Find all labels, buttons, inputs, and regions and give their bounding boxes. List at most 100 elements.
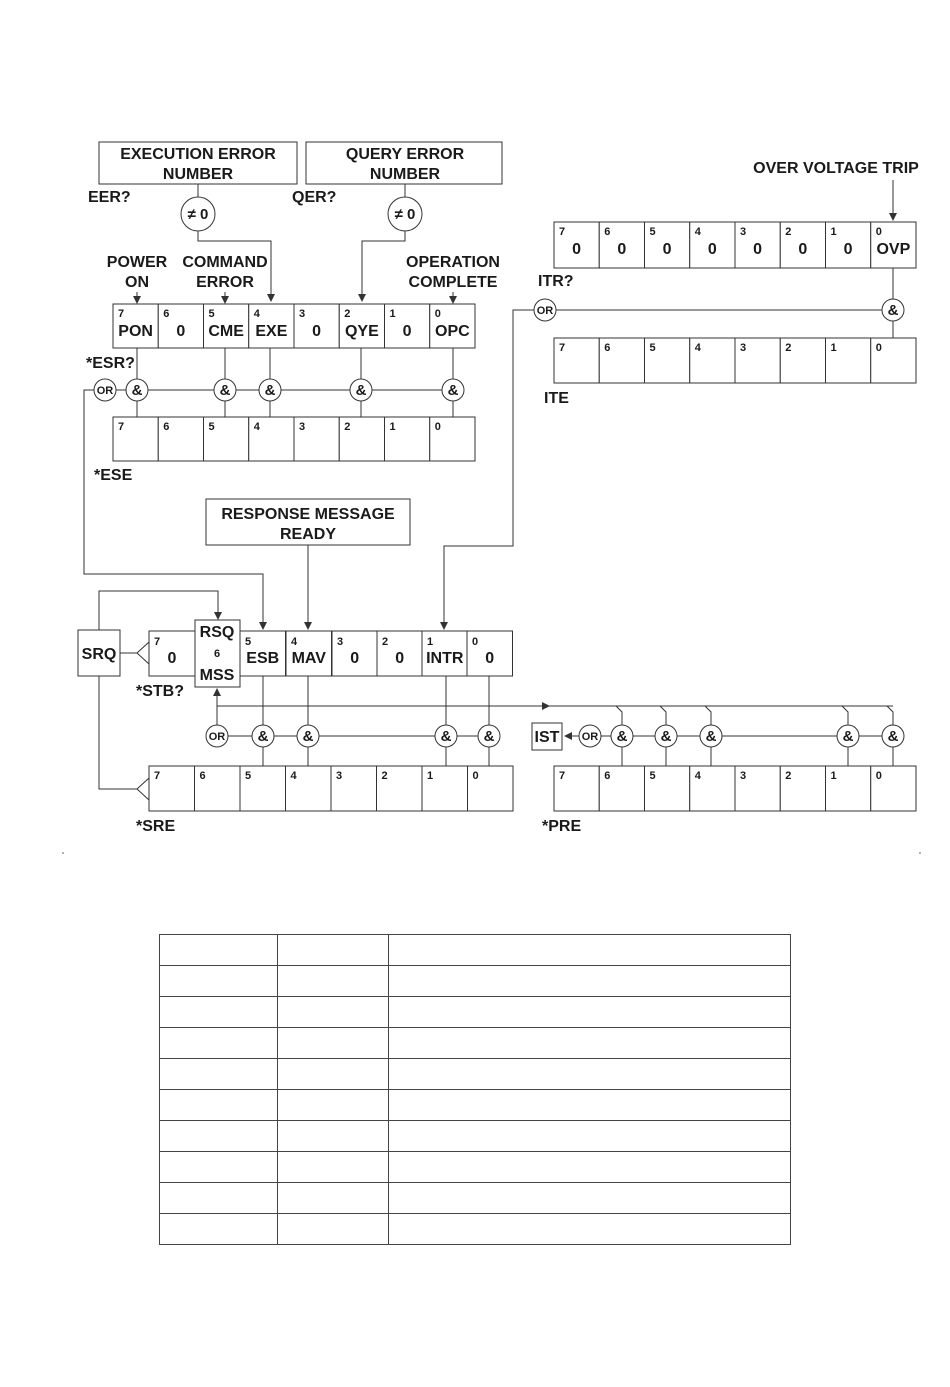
- sre-bit-num: 2: [382, 770, 388, 782]
- sre-bit-num: 0: [473, 770, 479, 782]
- qer-query-label: QER?: [292, 189, 336, 206]
- itr-bit-value: OVP: [876, 241, 910, 258]
- table-cell: [159, 1182, 278, 1214]
- ite-label: ITE: [544, 390, 569, 407]
- itr-cell-2: 50: [644, 221, 691, 269]
- table-cell: [277, 996, 389, 1028]
- power-on-label-1: POWER: [107, 254, 168, 271]
- table-cell: [277, 1213, 389, 1245]
- table-cell: [388, 934, 791, 966]
- ite-cell-6: 1: [825, 337, 872, 384]
- stb-bit-num: 2: [382, 636, 388, 648]
- esr-query-label: *ESR?: [86, 355, 135, 372]
- sre-or-label: OR: [209, 731, 226, 743]
- table-cell: [388, 1089, 791, 1121]
- ese-bit-num: 3: [299, 421, 305, 433]
- ite-cell-5: 2: [779, 337, 826, 384]
- itr-bit-value: 0: [798, 241, 807, 258]
- table-cell: [159, 1151, 278, 1183]
- pre-cell-5: 2: [779, 765, 826, 812]
- sre-and-gate-0-label: &: [258, 728, 269, 745]
- esr-bit-value: 0: [312, 323, 321, 340]
- pre-bit-num: 3: [740, 770, 746, 782]
- table-cell: [388, 1213, 791, 1245]
- stb-bit-value: 0: [395, 650, 404, 667]
- esr-bit-value: QYE: [345, 323, 379, 340]
- command-error-label-1: COMMAND: [182, 254, 267, 271]
- ese-cell-3: 4: [248, 416, 295, 462]
- esr-bit-value: CME: [208, 323, 244, 340]
- esr-and-gate-0-label: &: [132, 382, 143, 399]
- sre-and-gate-3: &: [477, 724, 501, 748]
- stb-bit-num: 3: [337, 636, 343, 648]
- esr-and-gate-1-label: &: [220, 382, 231, 399]
- ese-bit-num: 4: [254, 421, 261, 433]
- sre-and-gate-2-label: &: [441, 728, 452, 745]
- itr-bit-value: 0: [572, 241, 581, 258]
- esr-bit-num: 3: [299, 308, 305, 320]
- itr-bit-num: 1: [831, 226, 837, 238]
- eer-test-symbol: ≠ 0: [188, 206, 209, 223]
- esr-bit-value: 0: [403, 323, 412, 340]
- ite-cell-0: 7: [553, 337, 600, 384]
- table-cell: [159, 1089, 278, 1121]
- stb-bit7-val: 0: [168, 650, 177, 667]
- itr-and-gate: &: [881, 298, 905, 322]
- ese-bit-num: 7: [118, 421, 124, 433]
- itr-bit-value: 0: [708, 241, 717, 258]
- pre-and-gate-3: &: [836, 724, 860, 748]
- pre-and-gate-4: &: [881, 724, 905, 748]
- pre-bit-num: 0: [876, 770, 882, 782]
- table-cell: [277, 965, 389, 997]
- eer-query-label: EER?: [88, 189, 131, 206]
- pre-bit-num: 7: [559, 770, 565, 782]
- esr-bit-num: 0: [435, 308, 441, 320]
- ite-bit-num: 6: [604, 342, 610, 354]
- table-cell: [277, 1120, 389, 1152]
- esr-bit-num: 2: [344, 308, 350, 320]
- table-cell: [277, 1089, 389, 1121]
- esr-bit-value: EXE: [255, 323, 287, 340]
- ese-label: *ESE: [94, 467, 133, 484]
- table-cell: [277, 1027, 389, 1059]
- pre-and-gate-0: &: [610, 724, 634, 748]
- stb-bit-value: ESB: [246, 650, 279, 667]
- esr-bit-num: 5: [209, 308, 215, 320]
- itr-or-gate: OR: [533, 298, 557, 322]
- table-row: [159, 1182, 791, 1214]
- esr-bit-num: 4: [254, 308, 261, 320]
- pre-cell-7: 0: [870, 765, 917, 812]
- esr-bit-value: OPC: [435, 323, 470, 340]
- esr-bit-value: 0: [176, 323, 185, 340]
- pre-bit-num: 1: [831, 770, 837, 782]
- itr-cell-0: 70: [553, 221, 600, 269]
- execution-error-line2: NUMBER: [163, 166, 234, 183]
- itr-bit-num: 7: [559, 226, 565, 238]
- stb-cell-2: 20: [376, 630, 423, 677]
- execution-error-box: EXECUTION ERROR NUMBER: [98, 141, 298, 185]
- esr-and-gate-3-label: &: [356, 382, 367, 399]
- sre-bit-num: 5: [245, 770, 251, 782]
- pre-cell-1: 6: [598, 765, 645, 812]
- ite-bit-num: 3: [740, 342, 746, 354]
- query-error-line2: NUMBER: [370, 166, 441, 183]
- itr-and-label: &: [888, 302, 899, 319]
- sre-and-gate-2: &: [434, 724, 458, 748]
- sre-bit-num: 1: [427, 770, 433, 782]
- ite-bit-num: 2: [785, 342, 791, 354]
- table-cell: [388, 1027, 791, 1059]
- ese-cell-5: 2: [338, 416, 385, 462]
- pre-or-label: OR: [582, 731, 599, 743]
- stb-bit-num: 5: [245, 636, 251, 648]
- table-cell: [159, 1027, 278, 1059]
- operation-complete-label-1: OPERATION: [406, 254, 500, 271]
- sre-and-gate-0: &: [251, 724, 275, 748]
